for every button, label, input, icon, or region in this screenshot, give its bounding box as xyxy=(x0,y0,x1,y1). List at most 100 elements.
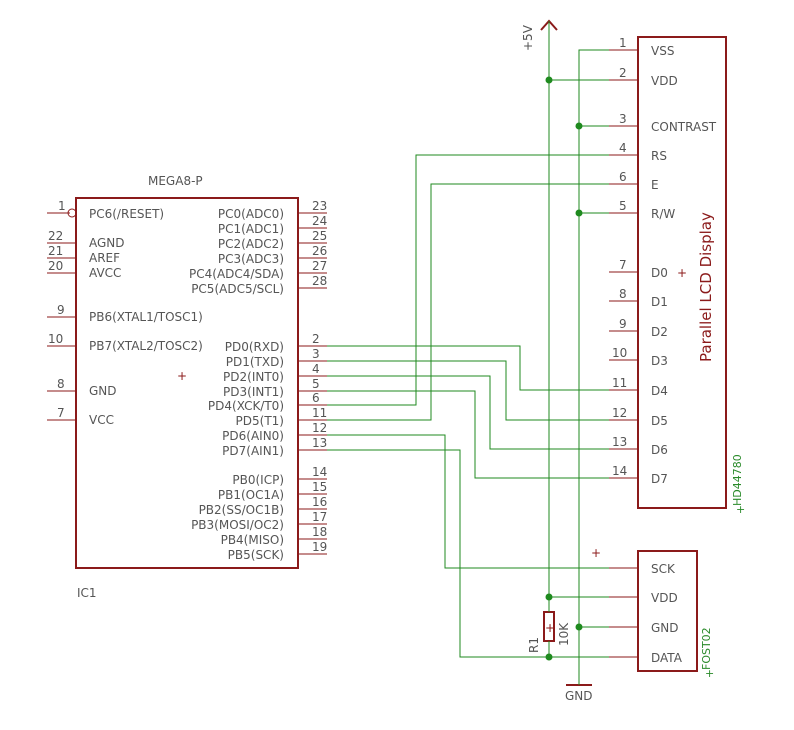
sensor-center-cross: + xyxy=(591,546,601,560)
lcd-pin-number: 14 xyxy=(612,464,627,478)
resistor-center-cross: + xyxy=(545,621,555,635)
lcd-name-label: HD44780 xyxy=(731,454,744,506)
gnd-label: GND xyxy=(565,689,593,703)
lcd-pin-label: D7 xyxy=(651,472,668,486)
ic1-body xyxy=(75,197,299,569)
ic1-pin-number: 1 xyxy=(58,199,66,213)
lcd-pin-number: 12 xyxy=(612,406,627,420)
lcd-title: Parallel LCD Display xyxy=(697,212,715,362)
lcd-symbol: Parallel LCD Display HD44780 + + 1 2 3 4… xyxy=(609,36,745,516)
ic1-pin-number: 24 xyxy=(312,214,327,228)
wire-pd7-data xyxy=(327,449,609,658)
junction-dot xyxy=(545,76,553,84)
vcc-symbol: +5V xyxy=(521,19,558,51)
lcd-pin-number: 1 xyxy=(619,36,627,50)
ic1-pin-number: 26 xyxy=(312,244,327,258)
ic1-pin-label: PD1(TXD) xyxy=(226,355,284,369)
lcd-pin-number: 8 xyxy=(619,287,627,301)
wire-pd5-e xyxy=(327,183,609,421)
lcd-pin-number: 5 xyxy=(619,199,627,213)
resistor-value-label: 10K xyxy=(557,622,571,646)
ic1-pin-number: 20 xyxy=(48,259,63,273)
lcd-pin-label: VSS xyxy=(651,44,674,58)
ic1-pin-label: PB5(SCK) xyxy=(228,548,284,562)
wire-pd6-sck xyxy=(327,434,609,569)
ic1-pin-number: 19 xyxy=(312,540,327,554)
sensor-pin-label: SCK xyxy=(651,562,676,576)
ic1-pin-label: PB6(XTAL1/TOSC1) xyxy=(89,310,203,324)
ic1-origin-cross: + xyxy=(177,369,187,383)
ic1-pin-label: PB3(MOSI/OC2) xyxy=(191,518,284,532)
lcd-pin-label: D2 xyxy=(651,325,668,339)
lcd-pin-number: 10 xyxy=(612,346,627,360)
ic1-pin-number: 18 xyxy=(312,525,327,539)
ic1-reset-inversion-bubble xyxy=(67,208,77,218)
lcd-pin-number: 13 xyxy=(612,435,627,449)
ic1-pin-label: PD5(T1) xyxy=(236,414,284,428)
ic1-pin-number: 4 xyxy=(312,362,320,376)
ic1-pin-number: 5 xyxy=(312,377,320,391)
lcd-pin-label: D5 xyxy=(651,414,668,428)
gnd-symbol: GND xyxy=(565,684,593,703)
ic1-pin-label: AVCC xyxy=(89,266,121,280)
ic1-pin-label: PD0(RXD) xyxy=(225,340,284,354)
ic1-pin-label: PD7(AIN1) xyxy=(222,444,284,458)
junction-dot xyxy=(575,122,583,130)
wire-pd2-d6 xyxy=(327,375,609,450)
wire-gnd-rail xyxy=(578,49,609,685)
sensor-pin-label: DATA xyxy=(651,651,683,665)
ic1-pin-number: 3 xyxy=(312,347,320,361)
lcd-pin-number: 9 xyxy=(619,317,627,331)
ic1-pin-number: 8 xyxy=(57,377,65,391)
ic1-pin-label: PD6(AIN0) xyxy=(222,429,284,443)
wires xyxy=(327,21,609,685)
ic1-pin-number: 27 xyxy=(312,259,327,273)
lcd-pin-label: VDD xyxy=(651,74,678,88)
ic1-pin-label: PB2(SS/OC1B) xyxy=(199,503,284,517)
ic1-pin-label: PC3(ADC3) xyxy=(218,252,284,266)
ic1-name-label: IC1 xyxy=(77,586,97,600)
ic1-pin-number: 17 xyxy=(312,510,327,524)
junction-dot xyxy=(575,623,583,631)
ic1-pin-label: PC1(ADC1) xyxy=(218,222,284,236)
sensor-pin-label: GND xyxy=(651,621,679,635)
lcd-pin-label: D1 xyxy=(651,295,668,309)
junction-dot xyxy=(575,209,583,217)
ic1-pin-label: PD2(INT0) xyxy=(223,370,284,384)
lcd-pin-number: 7 xyxy=(619,258,627,272)
ic1-pin-label: PD3(INT1) xyxy=(223,385,284,399)
ic1-pin-number: 13 xyxy=(312,436,327,450)
ic1-pin-label: PC5(ADC5/SCL) xyxy=(191,282,284,296)
wire-pd0-d4 xyxy=(327,345,609,391)
ic1-pin-number: 7 xyxy=(57,406,65,420)
ic1-pin-label: PC0(ADC0) xyxy=(218,207,284,221)
lcd-pin-label: RS xyxy=(651,149,667,163)
lcd-pin-label: D4 xyxy=(651,384,668,398)
sensor-symbol: FOST02 + + SCK VDD GND DATA xyxy=(591,546,714,680)
wire-pd3-d7 xyxy=(327,390,609,479)
ic1-pin-number: 2 xyxy=(312,332,320,346)
resistor-name-label: R1 xyxy=(527,637,541,653)
ic1-pin-number: 23 xyxy=(312,199,327,213)
junction-dot xyxy=(545,653,553,661)
lcd-pin-number: 6 xyxy=(619,170,627,184)
ic1-pin-number: 9 xyxy=(57,303,65,317)
lcd-pin-label: D3 xyxy=(651,354,668,368)
ic1-pin-label: GND xyxy=(89,384,117,398)
ic1-pin-number: 12 xyxy=(312,421,327,435)
lcd-center-cross: + xyxy=(677,266,687,280)
ic1-pin-label: PB1(OC1A) xyxy=(218,488,284,502)
ic1-pin-number: 11 xyxy=(312,406,327,420)
lcd-pin-label: E xyxy=(651,178,659,192)
ic1-pin-number: 6 xyxy=(312,391,320,405)
ic1-pin-number: 15 xyxy=(312,480,327,494)
ic1-pin-label: PD4(XCK/T0) xyxy=(208,399,284,413)
lcd-pin-label: D6 xyxy=(651,443,668,457)
sensor-name-label: FOST02 xyxy=(700,627,713,670)
ic1-pin-label: VCC xyxy=(89,413,114,427)
ic1-pin-label: AREF xyxy=(89,251,120,265)
ic1-pin-number: 25 xyxy=(312,229,327,243)
ic1-pin-label: AGND xyxy=(89,236,125,250)
sensor-origin-cross: + xyxy=(705,667,714,680)
